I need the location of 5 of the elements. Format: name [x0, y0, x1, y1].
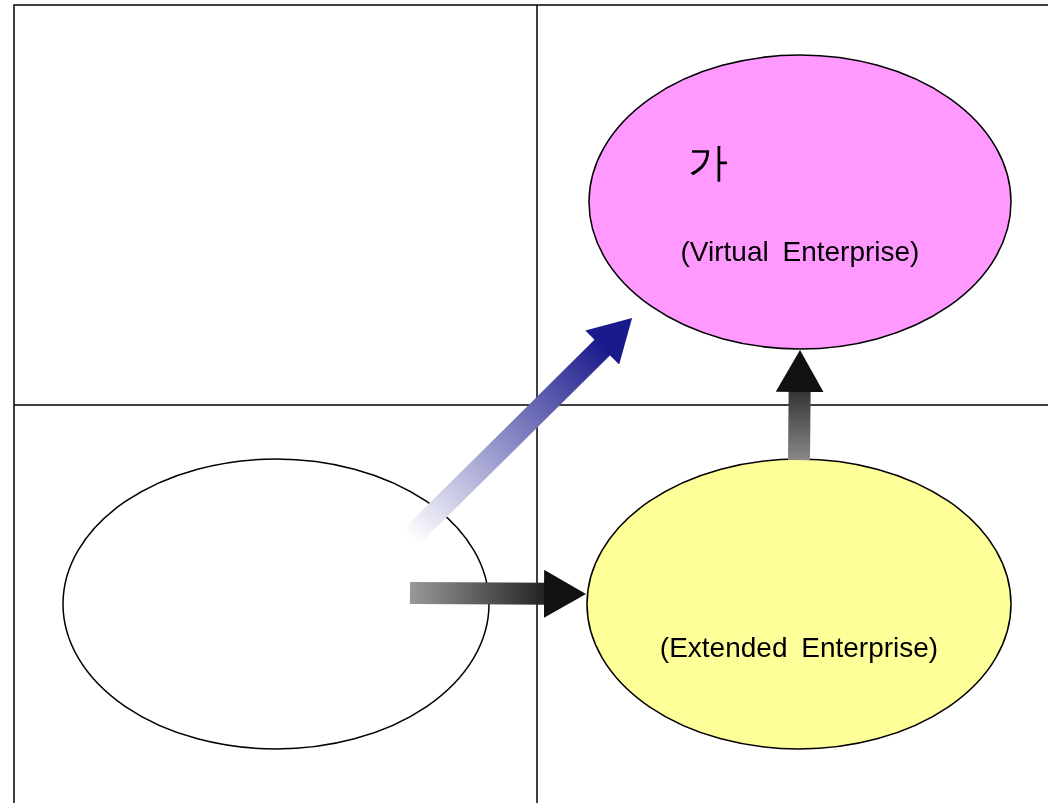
- node-text: (Extended Enterprise): [658, 634, 940, 662]
- block-arrow: [775, 350, 824, 461]
- node-text: 가: [688, 142, 728, 182]
- node-text: (Virtual Enterprise): [679, 238, 921, 266]
- block-arrow: [409, 569, 586, 618]
